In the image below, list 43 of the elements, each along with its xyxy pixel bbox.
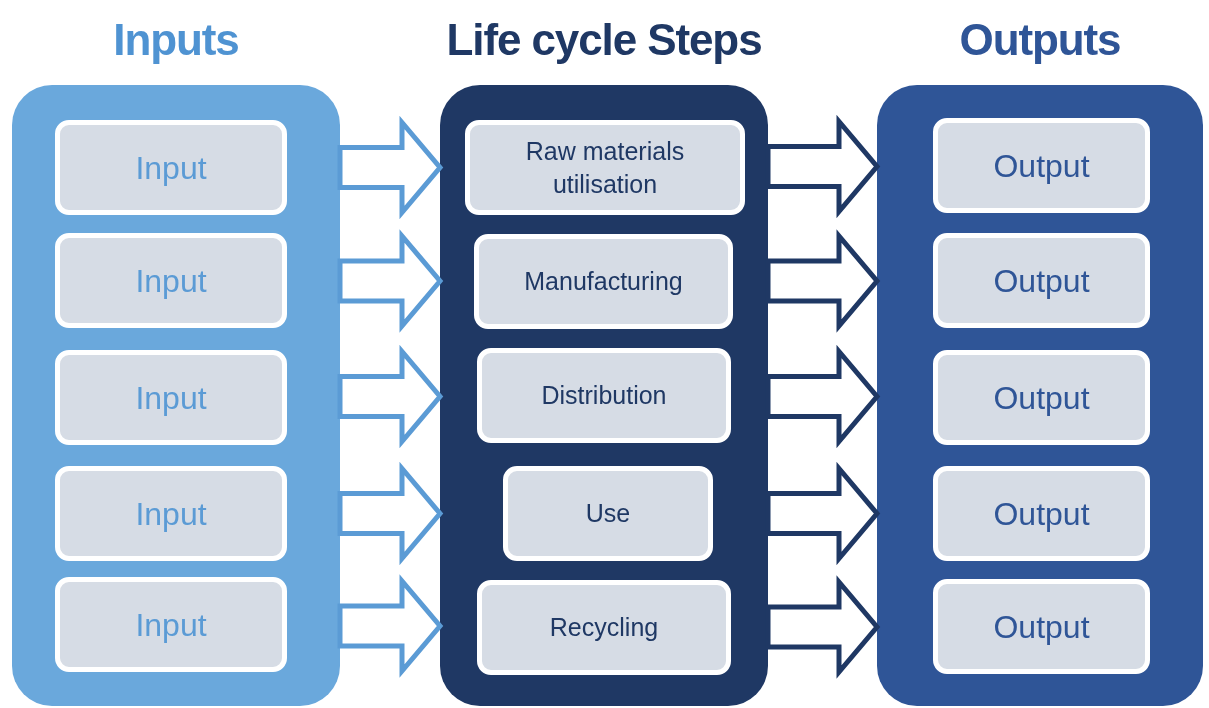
column-heading: Life cycle Steps [445, 14, 763, 66]
step-box [474, 234, 733, 329]
block-arrow [337, 229, 444, 333]
box-label: Input [135, 378, 207, 418]
step-box [465, 120, 745, 215]
block-arrow [765, 461, 881, 566]
box-label: Output [993, 261, 1090, 301]
block-arrow [337, 115, 444, 220]
box-label: Distribution [541, 380, 667, 412]
box-label: Output [993, 607, 1090, 647]
box-label: Input [135, 261, 207, 301]
box-label: Output [993, 494, 1090, 534]
step-box [55, 350, 287, 445]
box-label: Use [585, 498, 631, 530]
box-label: Manufacturing [524, 266, 683, 298]
box-label: Output [993, 378, 1090, 418]
step-box [55, 120, 287, 215]
block-arrow [337, 574, 444, 678]
block-arrow [765, 344, 881, 449]
box-label: Recycling [549, 612, 659, 644]
box-label: Raw materials utilisation [524, 136, 686, 200]
block-arrow [765, 229, 881, 333]
step-box [933, 466, 1150, 561]
block-arrow [337, 461, 444, 566]
step-box [55, 577, 287, 672]
block-arrow [765, 114, 881, 219]
step-box [503, 466, 713, 561]
box-label: Input [135, 148, 207, 188]
box-label: Output [993, 146, 1090, 186]
box-label: Input [135, 494, 207, 534]
step-box [477, 580, 731, 675]
step-box [933, 118, 1150, 213]
column-heading: Inputs [112, 14, 240, 66]
step-box [55, 466, 287, 561]
column-heading: Outputs [958, 14, 1122, 66]
block-arrow [337, 344, 444, 449]
step-box [933, 350, 1150, 445]
box-label: Input [135, 605, 207, 645]
step-box [55, 233, 287, 328]
step-box [933, 579, 1150, 674]
step-box [933, 233, 1150, 328]
step-box [477, 348, 731, 443]
block-arrow [765, 575, 881, 679]
